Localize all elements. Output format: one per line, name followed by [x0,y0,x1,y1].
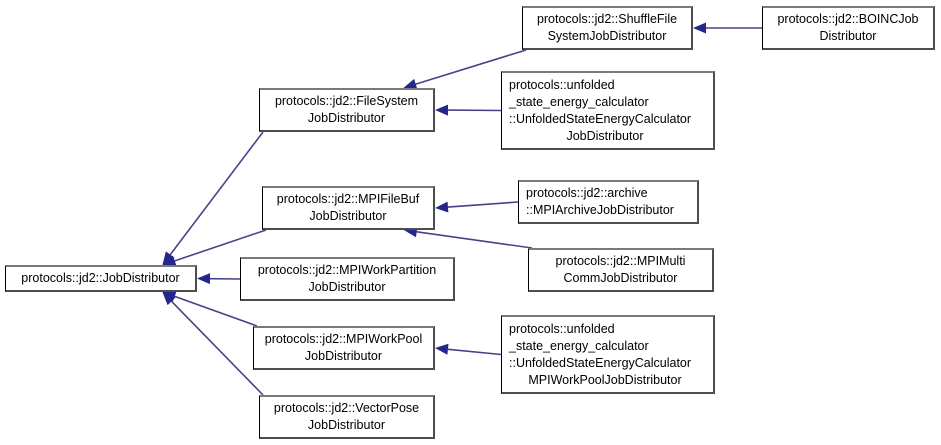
node-label-line: MPIWorkPoolJobDistributor [528,372,682,387]
node-vector-pose-job-distributor[interactable]: protocols::jd2::VectorPose JobDistributo… [259,395,435,439]
node-label-line: protocols::unfolded [509,321,615,336]
node-unfolded-state-energy-calculator-mpi-work-pool-job-distributor[interactable]: protocols::unfolded_state_energy_calcula… [501,315,715,394]
node-shuffle-file-system-job-distributor[interactable]: protocols::jd2::ShuffleFile SystemJobDis… [522,6,693,50]
node-mpi-multi-comm-job-distributor[interactable]: protocols::jd2::MPIMulti CommJobDistribu… [528,248,714,292]
edge-line [447,348,502,356]
node-label-line: _state_energy_calculator [509,338,649,353]
inheritance-edge-file-system-job-distributor-to-job-distributor [162,131,264,265]
node-label: protocols::jd2::MPIFileBuf JobDistributo… [276,192,420,223]
edge-arrowhead-icon [162,291,177,302]
node-label: protocols::jd2::FileSystem JobDistributo… [274,94,419,125]
node-unfolded-state-energy-calculator-job-distributor[interactable]: protocols::unfolded_state_energy_calcula… [501,71,715,150]
node-label-line: _state_energy_calculator [509,94,649,109]
node-label: protocols::unfolded_state_energy_calcula… [502,321,713,389]
edge-arrowhead-icon [435,104,449,116]
node-label-line: protocols::unfolded [509,77,615,92]
node-label: protocols::jd2::MPIWorkPartition JobDist… [257,263,437,294]
node-label-line: ::UnfoldedStateEnergyCalculator [509,111,692,126]
edge-line [447,201,519,208]
node-label-line: JobDistributor [566,128,644,143]
inheritance-edge-unfolded-state-energy-calculator-job-distributor-to-file-system-job-distributor [435,104,502,116]
edge-arrowhead-icon [162,251,175,265]
node-mpi-work-pool-job-distributor[interactable]: protocols::jd2::MPIWorkPool JobDistribut… [253,326,435,370]
node-label: protocols::jd2::MPIMulti CommJobDistribu… [555,254,686,285]
node-label: protocols::unfolded_state_energy_calcula… [502,77,713,145]
node-boinc-job-distributor[interactable]: protocols::jd2::BOINCJob Distributor [762,6,935,50]
node-job-distributor[interactable]: protocols::jd2::JobDistributor [5,265,197,292]
inheritance-edge-vector-pose-job-distributor-to-job-distributor [162,292,264,396]
node-label: protocols::jd2::JobDistributor [21,271,180,285]
edge-arrowhead-icon [435,201,449,213]
node-label-line: ::UnfoldedStateEnergyCalculator [509,355,692,370]
node-label: protocols::jd2::ShuffleFile SystemJobDis… [536,12,678,43]
edge-line [169,131,264,256]
inheritance-edge-mpi-work-partition-job-distributor-to-job-distributor [197,273,241,285]
node-label: protocols::jd2::VectorPose JobDistributo… [273,401,420,432]
edge-line [416,231,533,249]
inheritance-edge-unfolded-state-energy-calculator-mpi-work-pool-job-distributor-to-mpi-work-pool-job-distributor [435,343,502,356]
node-label: protocols::jd2::archive ::MPIArchiveJobD… [526,186,674,217]
edge-arrowhead-icon [435,343,449,355]
node-file-system-job-distributor[interactable]: protocols::jd2::FileSystem JobDistributo… [259,88,435,132]
inheritance-edge-mpi-archive-job-distributor-to-mpi-file-buf-job-distributor [435,201,519,213]
edge-line [170,300,264,396]
edge-arrowhead-icon [162,292,176,306]
node-mpi-work-partition-job-distributor[interactable]: protocols::jd2::MPIWorkPartition JobDist… [240,257,455,301]
node-mpi-file-buf-job-distributor[interactable]: protocols::jd2::MPIFileBuf JobDistributo… [262,186,435,230]
node-mpi-archive-job-distributor[interactable]: protocols::jd2::archive ::MPIArchiveJobD… [518,180,699,224]
node-label: protocols::jd2::MPIWorkPool JobDistribut… [264,332,423,363]
edge-arrowhead-icon [197,273,211,285]
edge-arrowhead-icon [693,22,706,34]
inheritance-edge-boinc-job-distributor-to-shuffle-file-system-job-distributor [693,22,762,34]
node-label: protocols::jd2::BOINCJob Distributor [777,12,919,43]
